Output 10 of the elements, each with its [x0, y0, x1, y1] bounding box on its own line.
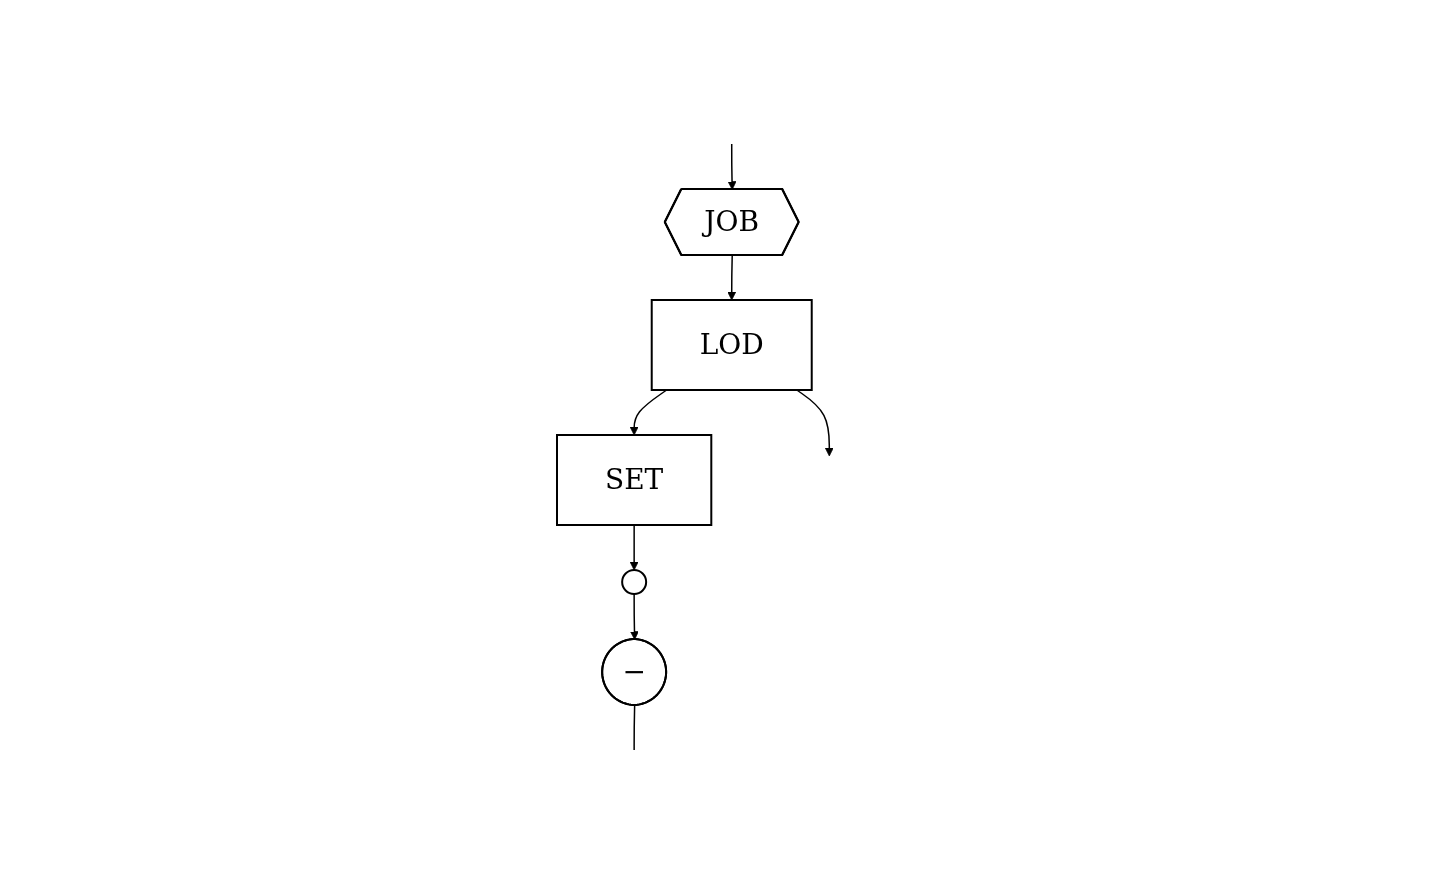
connector [633, 704, 636, 751]
arrow [630, 593, 640, 640]
node-circle [621, 569, 648, 595]
arrow [630, 524, 639, 571]
arrow [630, 389, 668, 436]
arrow [796, 389, 835, 457]
node-box: LOD [651, 299, 814, 391]
node-box: SET [556, 434, 713, 526]
arrow [728, 143, 737, 190]
arrow [727, 254, 737, 301]
